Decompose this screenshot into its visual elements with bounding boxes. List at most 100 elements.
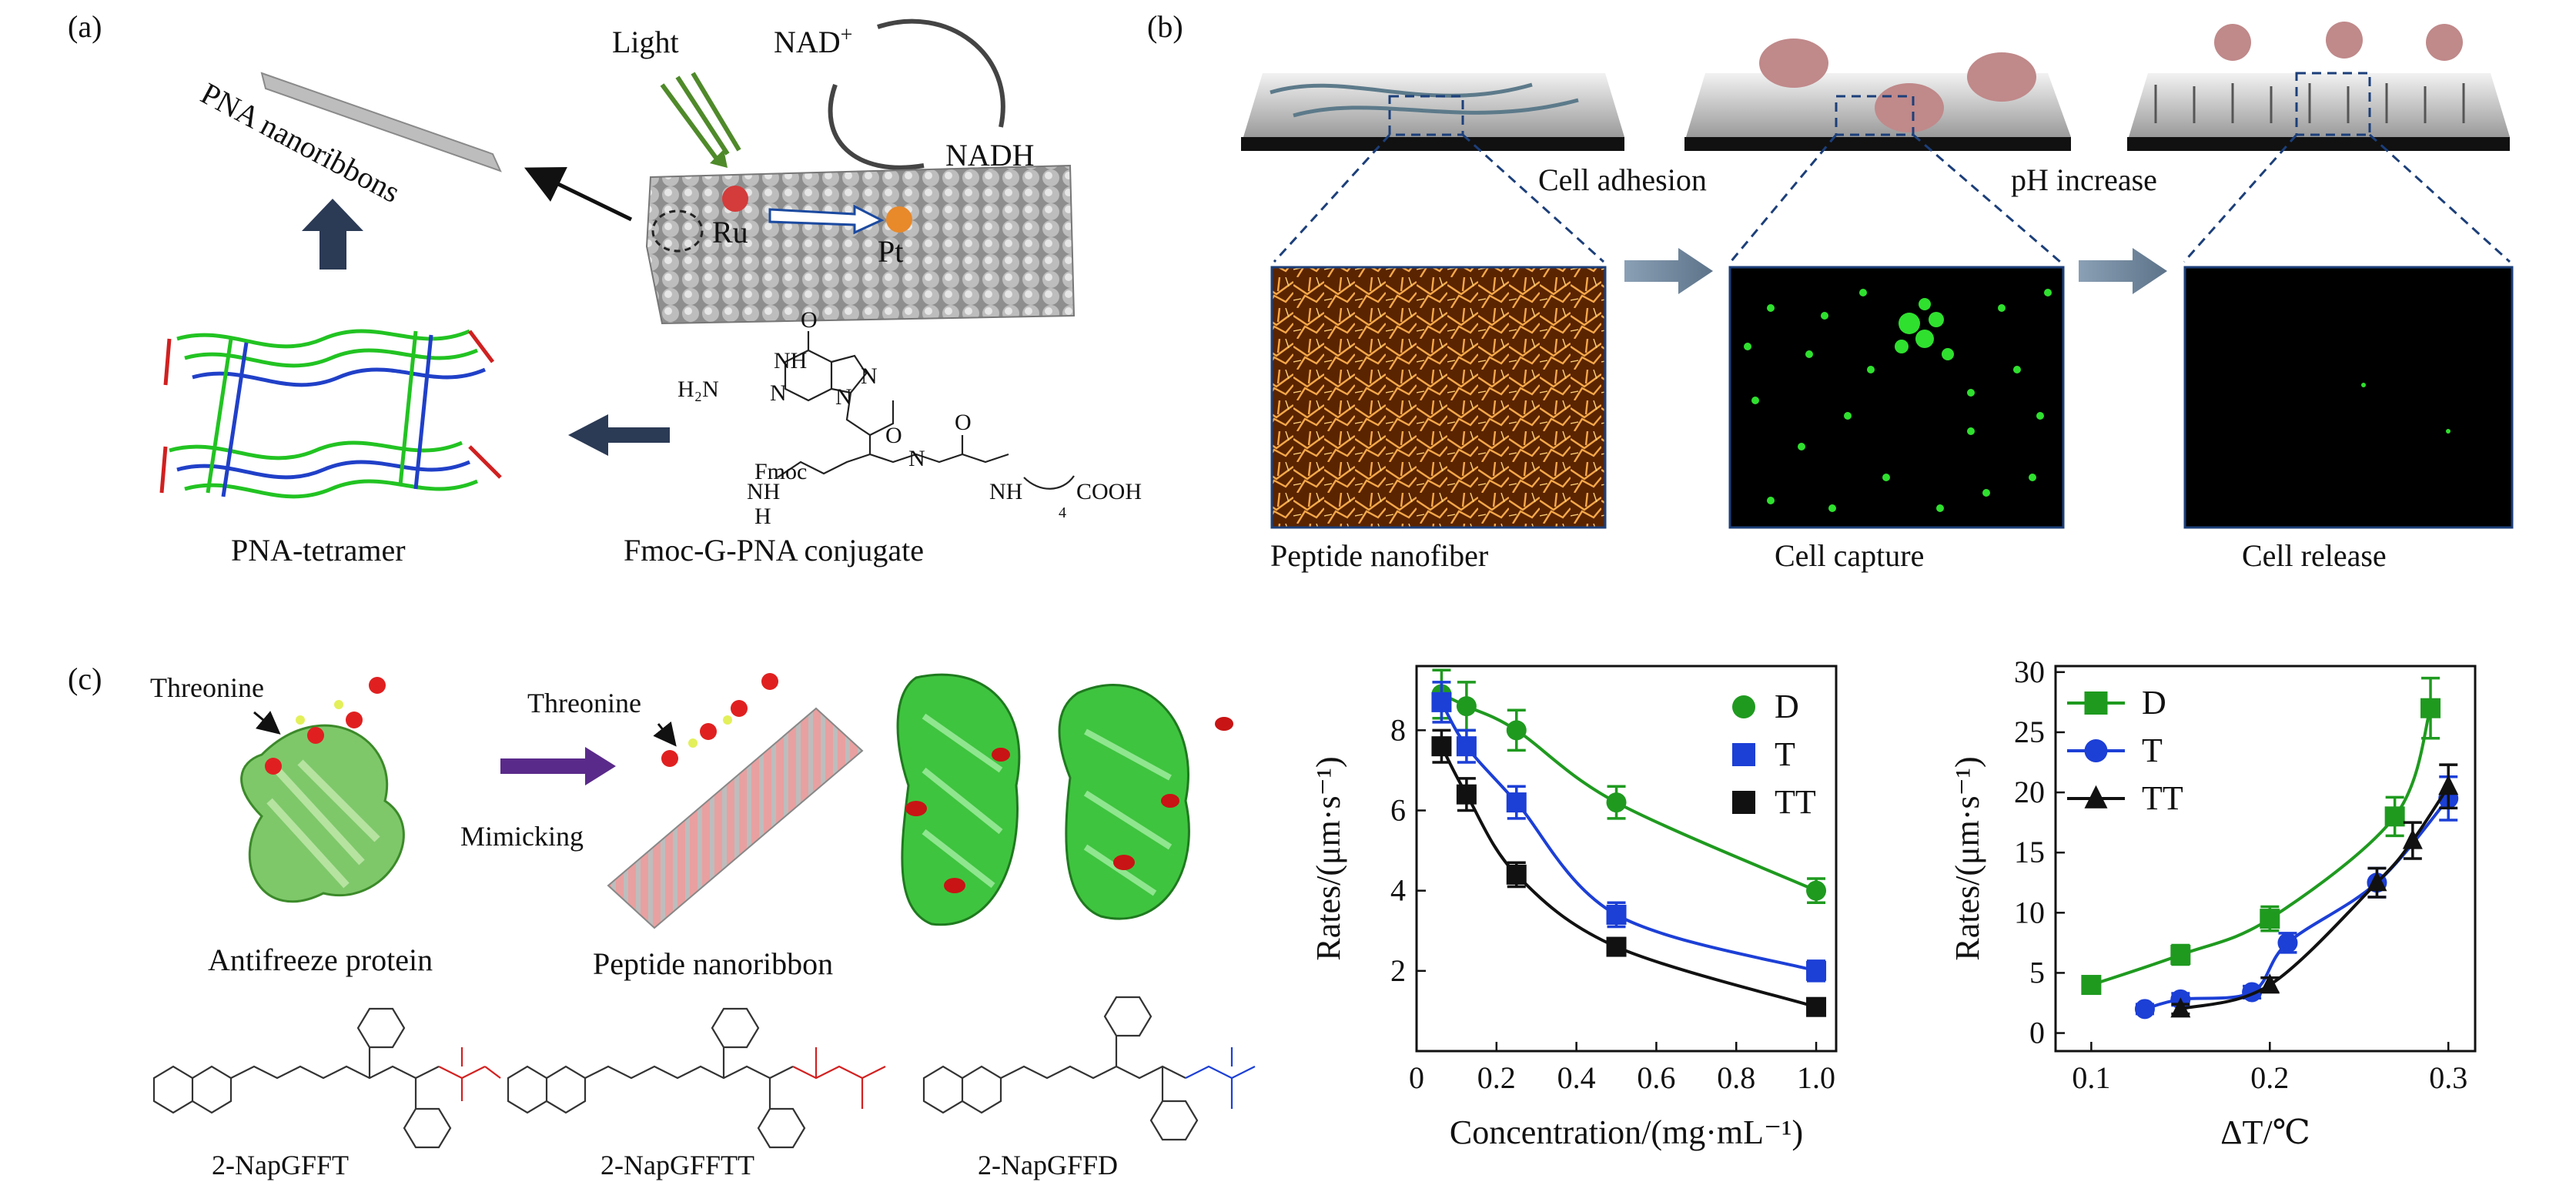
substrate-1 xyxy=(1241,73,1624,151)
legend-label-d: D xyxy=(2142,684,2166,722)
y-tick-label: 4 xyxy=(1390,873,1406,908)
x-tick-label: 0.3 xyxy=(2429,1060,2467,1095)
data-point-t xyxy=(1806,960,1827,981)
svg-text:N: N xyxy=(835,384,852,410)
peptide-nanoribbon-label: Peptide nanoribbon xyxy=(593,946,833,981)
data-point-d xyxy=(1806,880,1827,901)
y-tick-label: 8 xyxy=(1390,712,1406,747)
pna-tetramer-drawing xyxy=(159,329,502,499)
svg-text:COOH: COOH xyxy=(1076,479,1142,504)
x-tick-label: 0.8 xyxy=(1717,1060,1755,1095)
x-tick-label: 0.2 xyxy=(1477,1060,1516,1095)
svg-text:N: N xyxy=(908,446,925,471)
plot-frame xyxy=(1415,665,1838,1053)
data-point-tt xyxy=(1606,936,1627,957)
svg-text:H₂N: H₂N xyxy=(677,377,719,402)
svg-text:NH: NH xyxy=(747,479,780,504)
legend-marker-tt xyxy=(2084,785,2108,809)
y-tick-label: 2 xyxy=(1390,953,1406,988)
molecule-label-3: 2-NapGFFD xyxy=(978,1150,1118,1180)
pna-nanoribbon-bar xyxy=(260,72,502,172)
x-axis-label: ΔT/℃ xyxy=(2220,1113,2310,1151)
pna-ribbon-surface xyxy=(645,164,1076,325)
y-tick-label: 5 xyxy=(2029,955,2045,989)
legend-marker-t xyxy=(1732,743,1755,766)
svg-text:Fmoc: Fmoc xyxy=(754,459,807,484)
legend-label-t: T xyxy=(1775,735,1795,773)
right-arrow-icon-2 xyxy=(2079,248,2167,294)
svg-text:H: H xyxy=(754,504,771,529)
panel-a-label: (a) xyxy=(68,9,102,44)
threonine-arrow-1 xyxy=(253,711,281,735)
panel-b-label: (b) xyxy=(1147,9,1183,44)
legend-marker-d xyxy=(1732,695,1755,718)
left-arrow-icon xyxy=(568,414,670,456)
up-arrow-icon xyxy=(302,199,363,270)
data-point-d xyxy=(1456,696,1477,717)
threonine-label-1: Threonine xyxy=(150,672,264,703)
series-line-d xyxy=(1440,692,1817,892)
legend-label-d: D xyxy=(1775,688,1799,725)
right-arrow-icon-1 xyxy=(1624,248,1713,294)
caption-peptide-nanofiber: Peptide nanofiber xyxy=(1270,538,1488,573)
data-point-tt xyxy=(1456,784,1477,805)
data-point-d xyxy=(2260,909,2280,929)
svg-text:N: N xyxy=(861,363,878,389)
arrow-to-nanoribbon xyxy=(524,166,633,222)
molecule-structures xyxy=(152,996,1256,1149)
data-point-tt xyxy=(1806,996,1827,1017)
caption-cell-capture: Cell capture xyxy=(1775,538,1924,573)
x-tick-label: 0 xyxy=(1409,1060,1424,1095)
nad-plus-label: NAD+ xyxy=(774,23,852,59)
mimicking-label: Mimicking xyxy=(460,821,584,852)
data-point-t xyxy=(1506,792,1527,813)
pna-tetramer-label: PNA-tetramer xyxy=(231,533,406,568)
data-point-d xyxy=(2081,975,2102,996)
panel-c-label: (c) xyxy=(68,661,102,696)
data-point-d xyxy=(1506,720,1527,741)
series-line-tt xyxy=(1440,745,1817,1009)
antifreeze-protein-drawing xyxy=(240,677,405,903)
cell-release-image xyxy=(2183,266,2514,529)
peptide-nanofiber-image xyxy=(1270,266,1607,529)
pt-label: Pt xyxy=(878,234,903,269)
data-point-t xyxy=(1606,904,1627,925)
data-point-tt xyxy=(2260,973,2280,994)
conjugate-label: Fmoc-G-PNA conjugate xyxy=(624,533,924,568)
y-tick-label: 0 xyxy=(2029,1016,2045,1050)
data-point-tt xyxy=(2170,997,2191,1018)
legend-marker-tt xyxy=(1732,791,1755,814)
light-label: Light xyxy=(612,25,679,59)
svg-text:O: O xyxy=(955,410,972,435)
svg-text:NH: NH xyxy=(774,348,807,373)
svg-text:O: O xyxy=(801,307,818,333)
plot-frame xyxy=(2054,665,2477,1053)
data-point-d xyxy=(2170,945,2191,965)
svg-text:4: 4 xyxy=(1059,504,1066,521)
pt-sphere-icon xyxy=(886,206,912,233)
y-tick-label: 20 xyxy=(2014,775,2045,809)
y-axis-label: Rates/(μm·s⁻¹) xyxy=(1949,756,1986,960)
data-point-tt xyxy=(2367,871,2387,892)
data-point-tt xyxy=(1506,864,1527,885)
data-point-d xyxy=(2420,698,2441,718)
data-point-t xyxy=(1431,691,1452,712)
substrate-2 xyxy=(1684,39,2071,151)
series-line-t xyxy=(2144,797,2450,1011)
electron-transfer-arrow-icon xyxy=(768,204,885,235)
light-rays-icon xyxy=(660,72,741,168)
y-tick-label: 10 xyxy=(2014,895,2045,929)
fmoc-g-pna-structure xyxy=(777,331,1075,490)
legend-label-tt: TT xyxy=(2142,779,2183,817)
panel-b: (b) Cell adhesion pH increase xyxy=(1147,9,2514,573)
caption-cell-release: Cell release xyxy=(2242,538,2387,573)
cell-capture-image xyxy=(1728,266,2065,529)
panel-c: (c) Threonine Antifreeze protein Threoni… xyxy=(68,661,1256,1180)
cell-adhesion-label: Cell adhesion xyxy=(1538,162,1707,197)
series-line-t xyxy=(1440,701,1817,973)
data-point-d xyxy=(2384,806,2405,827)
dashed-circle-icon xyxy=(651,209,704,253)
data-point-tt xyxy=(1431,736,1452,757)
y-axis-label: Rates/(μm·s⁻¹) xyxy=(1310,756,1347,960)
